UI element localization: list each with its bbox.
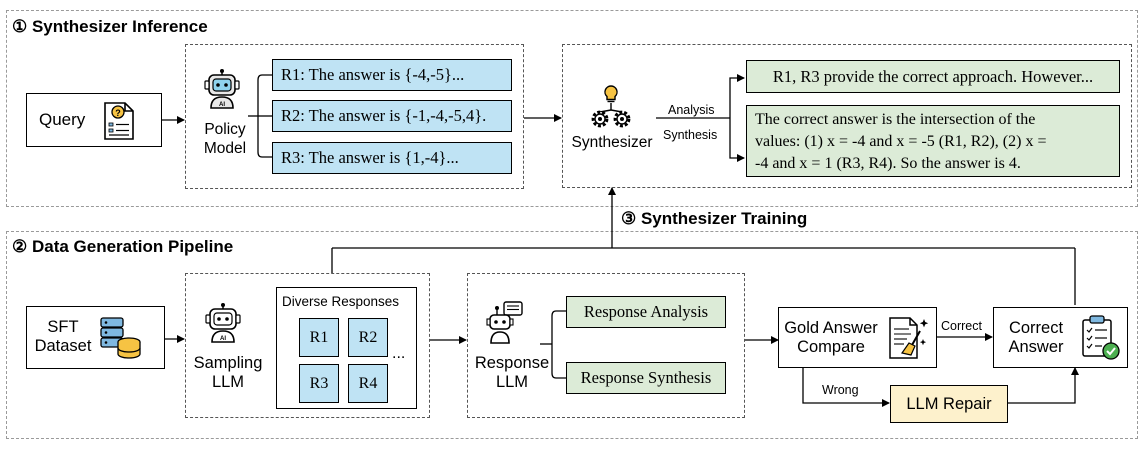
synthesis-output: The correct answer is the intersection o… — [746, 105, 1120, 177]
clipboard-check-icon — [1080, 314, 1122, 367]
svg-text:?: ? — [115, 108, 121, 118]
inference-title: ① Synthesizer Inference — [12, 17, 208, 36]
synthesizer-box — [562, 44, 1132, 188]
analysis-output: R1, R3 provide the correct approach. How… — [746, 60, 1120, 93]
pipeline-title: ② Data Generation Pipeline — [12, 237, 234, 256]
response-r1: R1: The answer is {-4,-5}... — [272, 59, 512, 91]
more-responses-ellipsis: ... — [392, 345, 406, 362]
r2-box: R2 — [348, 318, 388, 357]
response-llm-box — [467, 273, 745, 418]
query-box: Query ? — [26, 93, 162, 147]
response-analysis-box: Response Analysis — [566, 296, 726, 328]
robot-icon: AI — [203, 302, 243, 349]
gears-lightbulb-icon — [588, 84, 634, 135]
response-synthesis-box: Response Synthesis — [566, 362, 726, 394]
svg-text:AI: AI — [220, 336, 226, 342]
query-label: Query — [39, 110, 86, 129]
diverse-responses-title: Diverse Responses — [282, 294, 400, 309]
response-r2: R2: The answer is {-1,-4,-5,4}. — [272, 100, 512, 132]
llm-repair-box: LLM Repair — [890, 385, 1008, 423]
sampling-llm-box — [185, 273, 430, 418]
robot-icon: AI — [202, 68, 242, 115]
r4-box: R4 — [348, 364, 388, 403]
inference-section — [6, 10, 1138, 207]
r1-box: R1 — [299, 318, 339, 357]
pipeline-section — [6, 231, 1138, 439]
synthesizer-label: Synthesizer — [571, 134, 653, 151]
database-icon — [99, 316, 143, 365]
svg-text:AI: AI — [219, 102, 225, 108]
document-brush-icon — [887, 315, 931, 366]
policy-model-box — [185, 44, 524, 189]
wrong-edge-label: Wrong — [822, 383, 859, 397]
document-question-icon: ? — [101, 101, 137, 146]
analysis-label: Analysis — [668, 103, 715, 117]
r3-box: R3 — [299, 364, 339, 403]
robot-chat-icon — [486, 301, 526, 350]
synthesis-label: Synthesis — [663, 128, 718, 142]
correct-edge-label: Correct — [941, 319, 982, 333]
response-r3: R3: The answer is {1,-4}... — [272, 142, 512, 174]
training-title: ③ Synthesizer Training — [621, 209, 808, 228]
